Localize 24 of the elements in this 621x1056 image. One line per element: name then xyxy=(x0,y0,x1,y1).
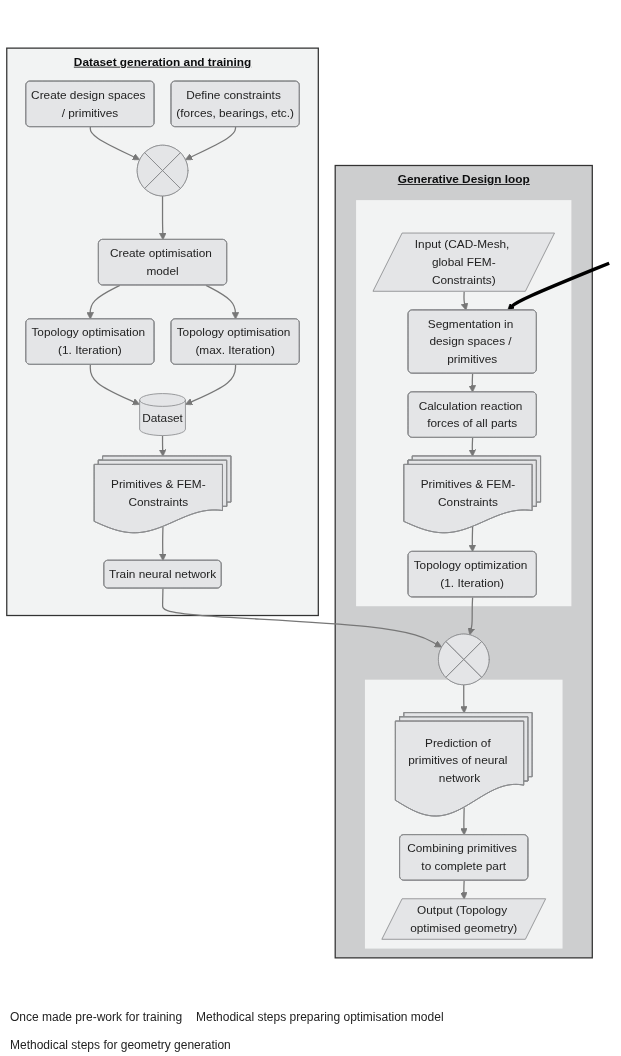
arrow xyxy=(468,373,477,393)
note-text: Once made pre-work for training xyxy=(10,1010,183,1024)
arrow xyxy=(158,434,167,457)
cluster xyxy=(356,200,572,607)
note-text: Methodical steps for geometry generation xyxy=(10,1038,231,1052)
arrow xyxy=(460,684,468,714)
arrow xyxy=(468,437,477,457)
arrow xyxy=(460,291,469,311)
arrow xyxy=(468,526,477,553)
arrow xyxy=(460,879,468,900)
arrow xyxy=(185,126,237,161)
arrow xyxy=(161,587,442,648)
arrow xyxy=(86,284,121,320)
arrow xyxy=(159,195,167,241)
arrow xyxy=(159,526,167,561)
arrow xyxy=(467,596,475,636)
cluster xyxy=(364,679,563,949)
arrow xyxy=(185,364,237,406)
arrow xyxy=(89,364,140,406)
arrow xyxy=(460,807,468,836)
note-text: Methodical steps preparing optimisation model xyxy=(196,1010,444,1024)
arrow xyxy=(89,126,140,161)
arrow xyxy=(205,284,240,320)
arrow xyxy=(507,261,610,311)
